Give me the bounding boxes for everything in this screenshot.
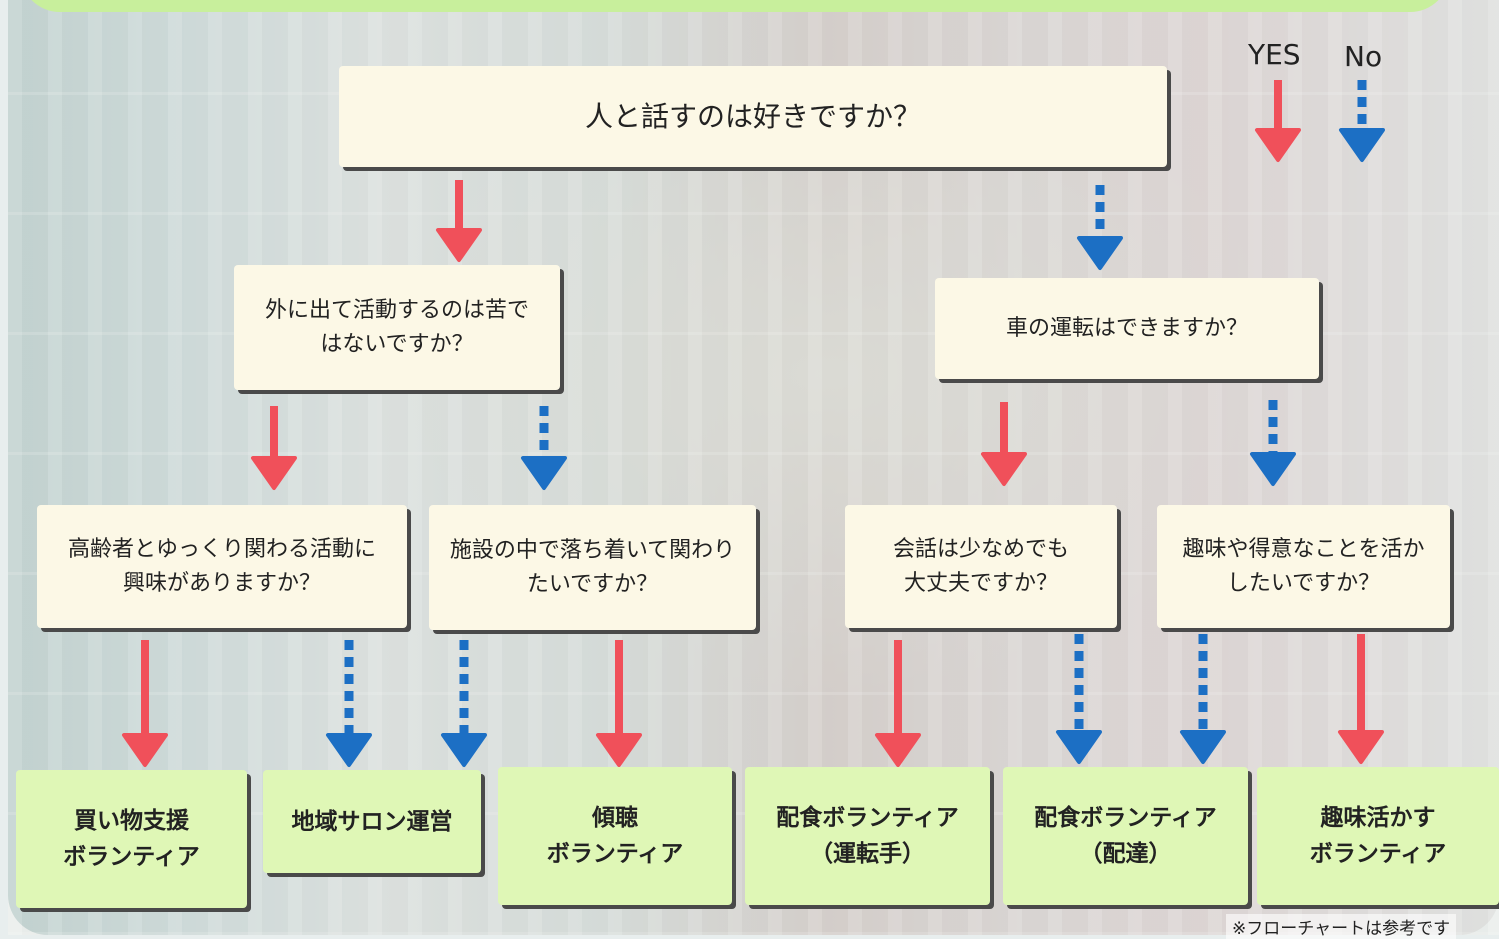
arrow-q2-no bbox=[1250, 400, 1296, 486]
question-use-hobbies: 趣味や得意なことを活か したいですか？ bbox=[1157, 505, 1450, 628]
question-can-drive: 車の運転はできますか？ bbox=[935, 278, 1319, 379]
arrow-q4-no bbox=[441, 640, 487, 767]
arrow-q3-no bbox=[326, 640, 372, 767]
arrow-q1-yes bbox=[251, 406, 297, 490]
arrow-q3-yes bbox=[122, 640, 168, 767]
arrow-q2-yes bbox=[981, 402, 1027, 486]
legend-no-arrow bbox=[1339, 80, 1385, 162]
arrow-q5-yes bbox=[875, 640, 921, 767]
header-bar bbox=[20, 0, 1450, 12]
answer-community-salon: 地域サロン運営 bbox=[263, 770, 481, 873]
question-talk-with-people: 人と話すのは好きですか？ bbox=[339, 66, 1167, 167]
answer-hobby-volunteer: 趣味活かす ボランティア bbox=[1257, 767, 1499, 905]
answer-meal-driver: 配食ボランティア （運転手） bbox=[745, 767, 990, 905]
arrow-q6-yes bbox=[1338, 634, 1384, 764]
question-facility-calm: 施設の中で落ち着いて関わり たいですか？ bbox=[429, 505, 756, 630]
question-outdoor-activity: 外に出て活動するのは苦で はないですか？ bbox=[234, 265, 560, 390]
question-elderly-interaction: 高齢者とゆっくり関わる活動に 興味がありますか？ bbox=[37, 505, 407, 628]
legend-yes-arrow bbox=[1255, 80, 1301, 162]
answer-meal-delivery: 配食ボランティア （配達） bbox=[1003, 767, 1248, 905]
arrow-q5-no bbox=[1056, 634, 1102, 764]
question-less-conversation: 会話は少なめでも 大丈夫ですか？ bbox=[845, 505, 1117, 628]
arrow-q6-no bbox=[1180, 634, 1226, 764]
answer-shopping-support: 買い物支援 ボランティア bbox=[16, 770, 247, 908]
legend-no-label: No bbox=[1344, 40, 1383, 73]
arrow-q1-no bbox=[521, 406, 567, 490]
answer-listening: 傾聴 ボランティア bbox=[498, 767, 732, 905]
arrow-q0-yes bbox=[436, 180, 482, 262]
arrow-q0-no bbox=[1077, 185, 1123, 270]
footnote: ※フローチャートは参考です bbox=[1226, 914, 1457, 939]
arrow-q4-yes bbox=[596, 640, 642, 767]
legend-yes-label: YES bbox=[1248, 38, 1301, 71]
